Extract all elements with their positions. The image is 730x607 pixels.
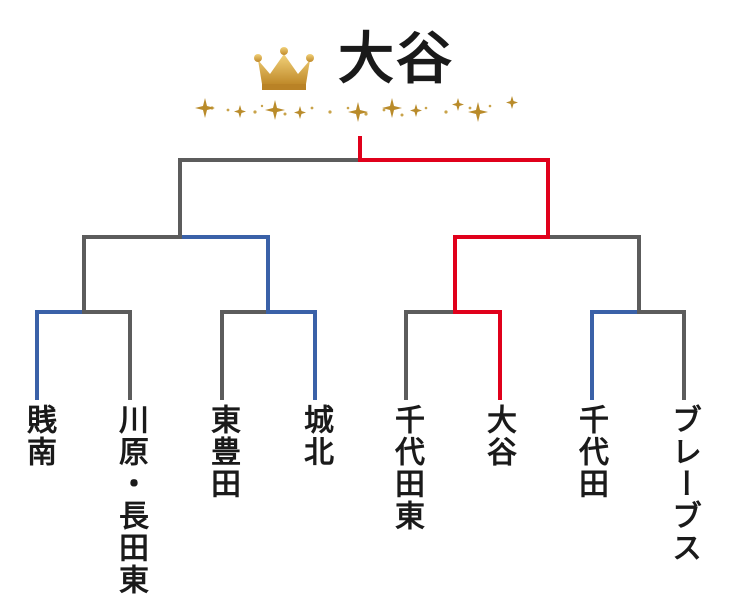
bracket-line [220, 310, 270, 400]
champion-name: 大谷 [338, 27, 454, 92]
crown-icon [254, 47, 314, 90]
team-name: ブレーブス [666, 404, 701, 564]
team-name: 東豊田 [205, 404, 240, 500]
bracket-line [590, 310, 641, 400]
team-name: 城北 [298, 404, 333, 468]
champion-banner: 大谷 [0, 30, 730, 100]
bracket-line [35, 310, 86, 400]
team-name: 千代田東 [389, 404, 424, 532]
team-name: 川原・長田東 [113, 404, 148, 596]
bracket-line [637, 310, 686, 400]
team-name: 千代田 [573, 404, 608, 500]
team-name: 大谷 [481, 404, 516, 468]
bracket-line [82, 310, 132, 400]
bracket-line [266, 310, 317, 400]
bracket-line [178, 235, 270, 314]
bracket-line [82, 235, 182, 314]
bracket-line [178, 158, 362, 239]
bracket-line [546, 235, 641, 314]
bracket-line [404, 310, 457, 400]
team-name: 賎南 [21, 404, 56, 468]
sparkle-decoration [195, 96, 518, 122]
bracket-line [453, 310, 502, 400]
bracket-line [358, 158, 550, 239]
bracket-line [453, 235, 550, 314]
